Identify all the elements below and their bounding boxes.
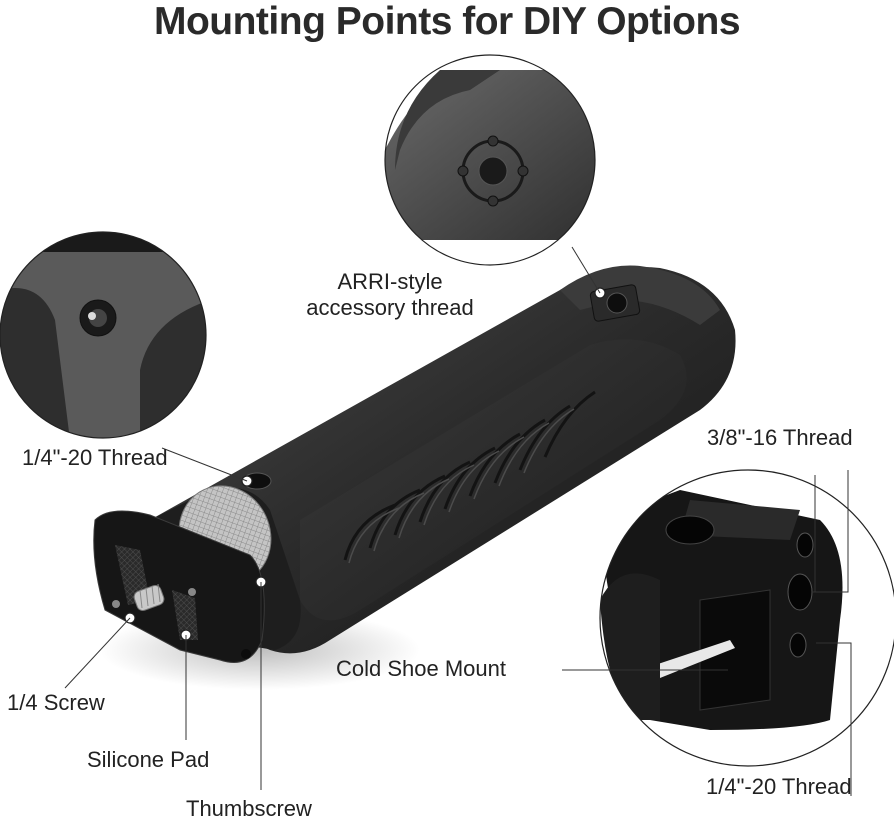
label-quarter-screw: 1/4 Screw <box>7 690 105 715</box>
label-three-eighths-thread: 3/8"-16 Thread <box>707 425 853 450</box>
label-arri-line2: accessory thread <box>306 295 474 320</box>
label-quarter-thread-left: 1/4"-20 Thread <box>22 445 168 470</box>
label-arri-line1: ARRI-style <box>337 269 443 294</box>
grip-body <box>93 265 736 663</box>
leader-lines <box>64 246 852 796</box>
zoom-side-threads-detail <box>599 469 894 767</box>
zoom-quarter-thread-detail <box>0 231 207 439</box>
label-cold-shoe-mount: Cold Shoe Mount <box>336 656 506 681</box>
zoom-arri-detail <box>384 54 596 266</box>
page-title: Mounting Points for DIY Options <box>153 0 741 43</box>
label-thumbscrew: Thumbscrew <box>186 796 312 821</box>
label-arri-accessory-thread: ARRI-style accessory thread <box>290 269 490 321</box>
label-silicone-pad: Silicone Pad <box>87 747 210 772</box>
label-quarter-thread-right: 1/4"-20 Thread <box>706 774 852 799</box>
